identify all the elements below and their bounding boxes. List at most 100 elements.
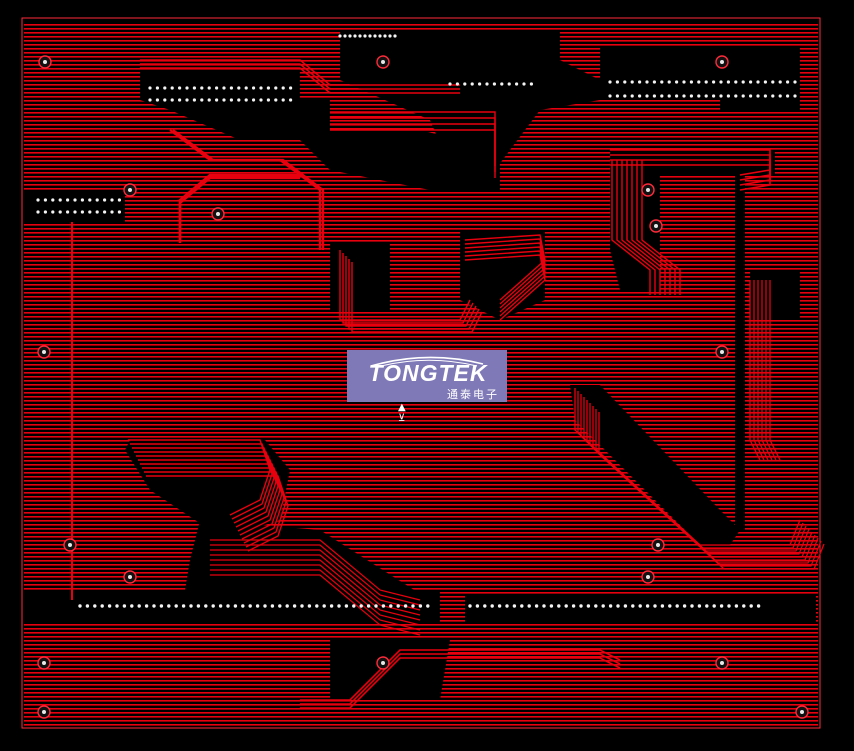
pad	[756, 94, 760, 98]
trace	[342, 253, 474, 324]
pad	[778, 94, 782, 98]
pad	[200, 86, 204, 90]
pad	[278, 604, 282, 608]
pad	[178, 98, 182, 102]
pad	[682, 604, 687, 608]
pad	[259, 86, 263, 90]
mounting-hole-drill	[128, 188, 132, 192]
pad	[155, 98, 159, 102]
routing-channel	[330, 242, 390, 310]
pad	[43, 210, 48, 214]
pad	[549, 604, 554, 608]
pad	[682, 80, 686, 84]
pad	[571, 604, 576, 608]
pad	[529, 82, 534, 86]
trace	[172, 129, 325, 250]
trace	[753, 280, 765, 461]
pad	[704, 94, 708, 98]
pad	[167, 604, 171, 608]
pad	[719, 94, 723, 98]
pad	[315, 604, 319, 608]
pad	[366, 604, 371, 608]
pad	[348, 34, 352, 38]
pad	[667, 94, 671, 98]
pad	[763, 80, 768, 84]
pad	[475, 604, 480, 608]
brand-subtitle: 通泰电子	[447, 388, 499, 401]
pad	[712, 604, 716, 608]
silkscreen-marks: ▲ ⊻	[398, 402, 420, 424]
pad	[586, 604, 591, 608]
pad	[152, 604, 156, 608]
trace	[140, 59, 460, 86]
pad	[492, 82, 496, 86]
mounting-hole-drill	[68, 543, 72, 547]
pad	[192, 86, 196, 90]
trace	[464, 238, 546, 305]
trace	[757, 280, 769, 461]
pad	[222, 98, 226, 102]
trace	[626, 160, 666, 295]
pad	[110, 210, 114, 214]
pad	[95, 210, 99, 214]
pad	[237, 86, 241, 90]
pad	[515, 82, 519, 86]
pad	[292, 604, 297, 608]
routing-channel	[610, 150, 775, 530]
pad	[117, 210, 121, 214]
pad	[542, 604, 546, 608]
routing-channel	[570, 385, 740, 545]
routing-channel	[24, 590, 440, 624]
pad	[215, 98, 219, 102]
pad	[322, 604, 326, 608]
pad	[483, 604, 487, 608]
pad	[697, 80, 701, 84]
pad	[352, 604, 356, 608]
pad	[689, 94, 694, 98]
pad	[344, 604, 349, 608]
pad	[505, 604, 509, 608]
pad	[274, 86, 278, 90]
trace	[641, 160, 681, 295]
trace	[351, 262, 483, 333]
pad	[667, 80, 671, 84]
pad	[358, 34, 362, 38]
pad	[594, 604, 598, 608]
pad	[73, 198, 77, 202]
pad	[178, 86, 182, 90]
pad	[185, 98, 189, 102]
trace	[300, 653, 621, 705]
trace	[464, 234, 546, 301]
pad	[668, 604, 672, 608]
pad	[100, 604, 104, 608]
pad	[623, 94, 627, 98]
pad	[343, 34, 347, 38]
pad	[122, 604, 127, 608]
pad	[248, 604, 252, 608]
pad	[130, 604, 134, 608]
pad	[463, 82, 467, 86]
pad	[373, 34, 377, 38]
pad	[66, 210, 70, 214]
pad	[289, 86, 293, 90]
pad	[148, 86, 152, 90]
pad	[174, 604, 178, 608]
mounting-hole-drill	[381, 661, 385, 665]
pad	[786, 80, 790, 84]
pad	[274, 98, 278, 102]
mounting-hole-drill	[720, 350, 724, 354]
pad	[512, 604, 517, 608]
pad	[749, 80, 753, 84]
pad	[468, 604, 472, 608]
pad	[137, 604, 141, 608]
mounting-holes	[37, 55, 809, 719]
pad	[478, 82, 482, 86]
trace	[611, 160, 651, 295]
pad	[43, 198, 48, 202]
pad	[557, 604, 561, 608]
trace	[178, 176, 300, 243]
pad	[192, 98, 196, 102]
trace	[210, 564, 421, 626]
pad	[107, 604, 112, 608]
